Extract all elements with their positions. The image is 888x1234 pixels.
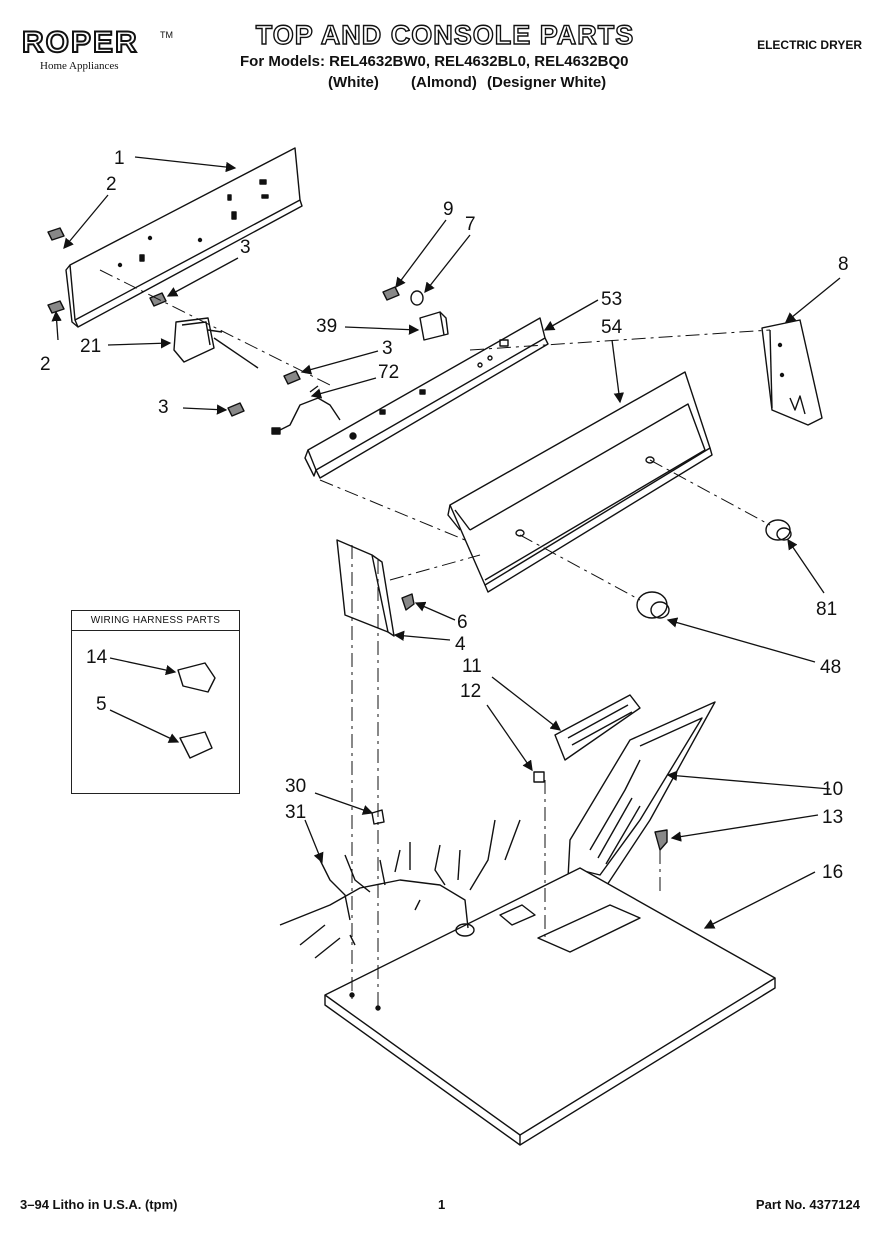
callout-48: 48 xyxy=(820,657,841,678)
brand-logo: ROPER TM Home Appliances xyxy=(21,26,173,73)
callout-2a: 2 xyxy=(106,174,117,195)
callout-1: 1 xyxy=(114,148,125,169)
color-almond: (Almond) xyxy=(411,74,477,91)
wiring-harness-box: WIRING HARNESS PARTS xyxy=(71,610,240,794)
callout-3a: 3 xyxy=(240,237,251,258)
callout-5: 5 xyxy=(96,694,107,715)
part-wiring-harness xyxy=(279,819,521,959)
part-lint-screen xyxy=(554,694,641,761)
callout-53: 53 xyxy=(601,289,622,310)
callout-39: 39 xyxy=(316,316,337,337)
callout-54: 54 xyxy=(601,317,623,338)
wiring-harness-title: WIRING HARNESS PARTS xyxy=(72,611,239,631)
harness-connectors xyxy=(177,662,216,759)
part-console-panel xyxy=(447,371,713,593)
callout-30: 30 xyxy=(285,776,306,797)
part-timer xyxy=(173,317,259,369)
print-info: 3–94 Litho in U.S.A. (tpm) xyxy=(20,1197,178,1212)
callout-3c: 3 xyxy=(158,397,169,418)
callout-6: 6 xyxy=(457,612,468,633)
callout-14: 14 xyxy=(86,647,108,668)
part-knobs xyxy=(636,519,792,619)
part-side-panel xyxy=(336,539,395,637)
part-number: Part No. 4377124 xyxy=(755,1197,860,1212)
model-colors: (White) (Almond) (Designer White) xyxy=(328,74,634,91)
brand-trademark: TM xyxy=(160,30,173,40)
part-back-panel xyxy=(65,147,303,328)
brand-name: ROPER xyxy=(21,26,139,59)
callout-21: 21 xyxy=(80,336,101,357)
screws xyxy=(47,227,668,851)
page-number: 1 xyxy=(438,1197,446,1212)
callout-7: 7 xyxy=(465,214,476,235)
callout-12: 12 xyxy=(460,681,481,702)
brand-subtitle: Home Appliances xyxy=(40,60,119,72)
page-title: TOP AND CONSOLE PARTS xyxy=(255,19,635,50)
callout-11: 11 xyxy=(462,656,482,677)
callout-8: 8 xyxy=(838,254,849,275)
model-list: For Models: REL4632BW0, REL4632BL0, REL4… xyxy=(240,53,629,70)
part-top-panel xyxy=(324,867,776,1146)
part-console-frame xyxy=(304,317,549,479)
product-type: ELECTRIC DRYER xyxy=(757,38,862,52)
callout-10: 10 xyxy=(822,779,843,800)
callout-13: 13 xyxy=(822,807,843,828)
callout-3b: 3 xyxy=(382,338,393,359)
color-white: (White) xyxy=(328,74,379,91)
color-designer-white: (Designer White) xyxy=(487,74,607,91)
part-switch xyxy=(419,311,449,341)
part-end-cap xyxy=(761,319,823,426)
callout-72: 72 xyxy=(378,362,399,383)
part-clip xyxy=(533,771,545,783)
callout-2b: 2 xyxy=(40,354,51,375)
callout-9: 9 xyxy=(443,199,454,220)
callout-16: 16 xyxy=(822,862,843,883)
part-wire-assembly xyxy=(271,385,341,435)
callout-81: 81 xyxy=(816,599,837,620)
callout-4: 4 xyxy=(455,634,466,655)
callout-31: 31 xyxy=(285,802,306,823)
